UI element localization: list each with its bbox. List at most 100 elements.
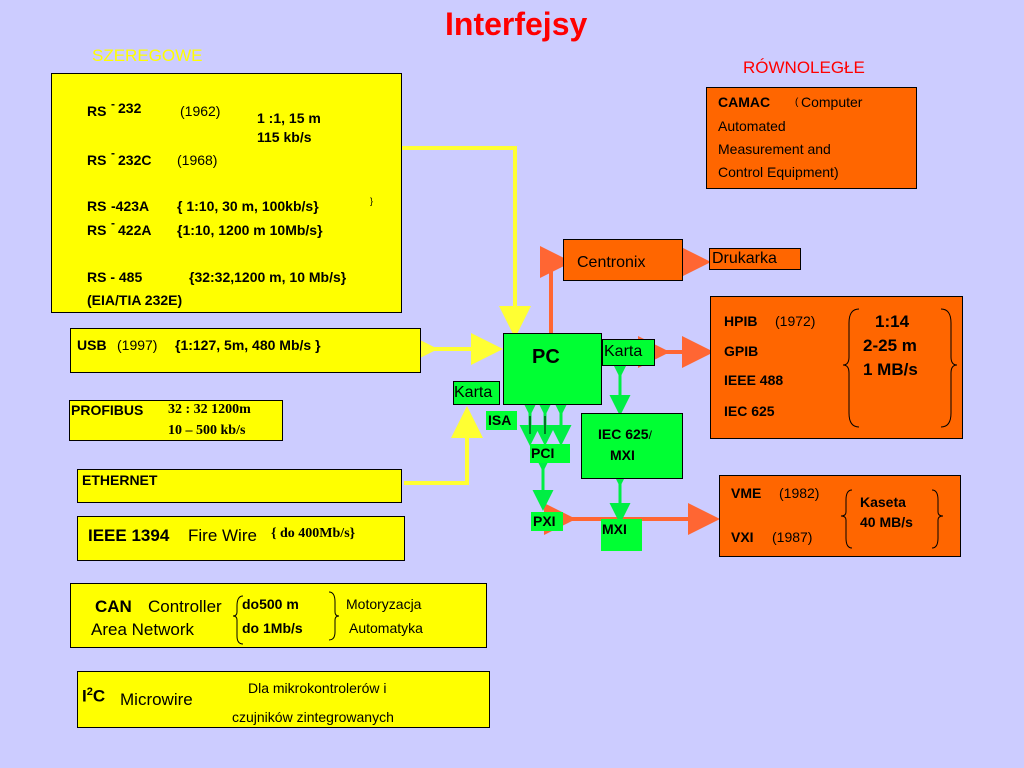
usb-year: (1997) (117, 337, 158, 353)
iec-mxi-slash: / (648, 428, 652, 442)
i2c-superscript: 2 (86, 686, 93, 698)
profibus-box: PROFIBUS 32 : 32 1200m 10 – 500 kb/s (69, 400, 283, 441)
rs423a-spec: { 1:10, 30 m, 100kb/s} (177, 198, 319, 214)
ieee1394-alt: Fire Wire (188, 526, 257, 545)
vme-spec-2: 40 MB/s (860, 514, 913, 530)
pc-box: PC (503, 333, 602, 405)
iec-mxi-line-1: IEC 625/ (598, 426, 652, 442)
drukarka-box: Drukarka (709, 248, 801, 270)
rs423a-name: RS (87, 198, 107, 214)
vme-name: VME (731, 485, 762, 501)
ethernet-name: ETHERNET (82, 472, 158, 488)
rs422a-dash: - (111, 216, 115, 230)
can-spec-2: do 1Mb/s (242, 620, 303, 636)
vme-vxi-box: VME (1982) VXI (1987) Kaseta 40 MB/s (719, 475, 961, 557)
ieee1394-name: IEEE 1394 (88, 526, 170, 545)
rs232-num: 232 (118, 100, 142, 116)
profibus-spec-2: 10 – 500 kb/s (168, 423, 246, 438)
ieee488-name: IEEE 488 (724, 372, 784, 388)
camac-line-4: Control Equipment) (718, 164, 839, 180)
hpib-name: HPIB (724, 313, 758, 329)
i2c-desc-2: czujników zintegrowanych (232, 709, 394, 725)
rs-to-pc-connector (402, 146, 531, 338)
rs232-spec-1: 1 :1, 15 m (257, 110, 321, 126)
vxi-year: (1987) (772, 529, 813, 545)
rs485-spec: {32:32,1200 m, 10 Mb/s} (189, 269, 347, 285)
hpib-spec-3: 1 MB/s (863, 360, 918, 379)
pci-box: PCI (530, 444, 570, 463)
iec-mxi-box: IEC 625/ MXI (581, 413, 683, 479)
rs423a-extra: } (370, 196, 374, 206)
can-spec-1: do500 m (242, 596, 299, 612)
pxi-label: PXI (533, 513, 556, 529)
camac-line-3: Measurement and (718, 141, 831, 157)
isa-box: ISA (486, 411, 517, 430)
rs232-spec-2: 115 kb/s (257, 129, 312, 145)
gpib-name: GPIB (724, 343, 759, 359)
camac-paren: ( (795, 97, 799, 108)
hpib-box: HPIB (1972) GPIB IEEE 488 IEC 625 1:14 2… (710, 296, 963, 439)
iec625-name: IEC 625 (724, 403, 775, 419)
hpib-spec-2: 2-25 m (863, 336, 917, 355)
usb-spec: {1:127, 5m, 480 Mb/s } (175, 337, 321, 353)
can-line-2: Area Network (91, 620, 194, 639)
i2c-box: I2C Microwire Dla mikrokontrolerów i czu… (77, 671, 490, 728)
drukarka-label: Drukarka (712, 250, 777, 267)
i2c-desc-1: Dla mikrokontrolerów i (248, 680, 387, 696)
can-name: CAN (95, 597, 132, 616)
rs422a-num: 422A (118, 222, 152, 238)
camac-name: CAMAC (718, 94, 771, 110)
profibus-name: PROFIBUS (71, 402, 144, 418)
isa-label: ISA (488, 412, 512, 428)
mxi-box: MXI (601, 519, 642, 551)
can-spec-brace (232, 591, 340, 645)
rs232c-name: RS (87, 152, 107, 168)
camac-box: CAMAC ( Computer Automated Measurement a… (706, 87, 917, 189)
rs485-sub: (EIA/TIA 232E) (87, 292, 183, 308)
rs422a-name: RS (87, 222, 107, 238)
karta-left-label: Karta (454, 384, 493, 401)
rs232c-dash: - (111, 146, 115, 160)
usb-name: USB (77, 337, 107, 353)
can-box: CAN Controller Area Network do500 m do 1… (70, 583, 487, 648)
camac-line-1: Computer (801, 94, 863, 110)
rs423a-num: -423A (111, 198, 150, 214)
karta-to-fieldbus-connector (404, 406, 483, 485)
centronix-box: Centronix (563, 239, 683, 281)
can-use-2: Automatyka (349, 620, 423, 636)
pxi-box: PXI (531, 512, 563, 531)
hpib-spec-1: 1:14 (875, 312, 910, 331)
rs232-year: (1962) (180, 103, 221, 119)
i2c-name: I2C (82, 686, 106, 706)
parallel-heading: RÓWNOLEGŁE (743, 58, 865, 77)
vme-spec-brace (840, 489, 944, 549)
mxi-label: MXI (602, 521, 627, 537)
vxi-name: VXI (731, 529, 754, 545)
karta-right-box: Karta (602, 339, 655, 366)
vme-spec-1: Kaseta (860, 494, 906, 510)
usb-box: USB (1997) {1:127, 5m, 480 Mb/s } (70, 328, 421, 373)
karta-left-box: Karta (453, 381, 500, 405)
rs232-name: RS (87, 103, 107, 119)
can-line-1: Controller (148, 597, 222, 616)
serial-heading: SZEREGOWE (92, 46, 203, 65)
ieee1394-box: IEEE 1394 Fire Wire { do 400Mb/s} (77, 516, 405, 561)
rs422a-spec: {1:10, 1200 m 10Mb/s} (177, 222, 323, 238)
i2c-alt: Microwire (120, 690, 193, 709)
rs-standards-box: RS - 232 (1962) 1 :1, 15 m 115 kb/s RS -… (51, 73, 402, 313)
rs232c-year: (1968) (177, 152, 218, 168)
profibus-spec-1: 32 : 32 1200m (168, 402, 251, 417)
rs485-name: RS - 485 (87, 269, 143, 285)
hpib-spec-brace (842, 308, 958, 428)
rs232c-num: 232C (118, 152, 152, 168)
can-use-1: Motoryzacja (346, 596, 422, 612)
pci-label: PCI (531, 445, 555, 461)
pc-to-centronix-connector (540, 246, 572, 333)
vme-year: (1982) (779, 485, 820, 501)
rs232-dash: - (111, 97, 115, 111)
hpib-year: (1972) (775, 313, 816, 329)
ieee1394-spec: { do 400Mb/s} (271, 526, 356, 541)
page-title: Interfejsy (445, 6, 588, 42)
ethernet-box: ETHERNET (77, 469, 402, 503)
camac-line-2: Automated (718, 118, 786, 134)
